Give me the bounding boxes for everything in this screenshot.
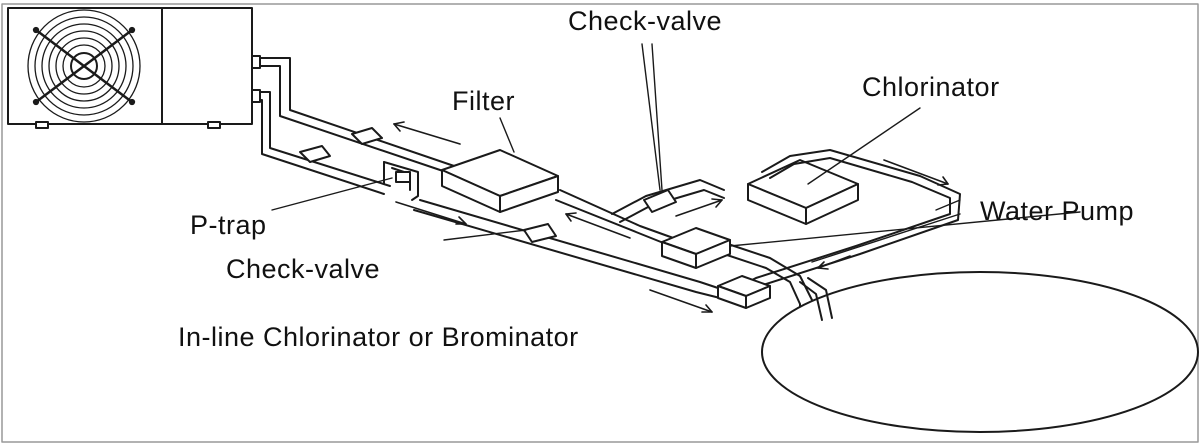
chlorinator-loop-pipe	[735, 149, 961, 297]
label-check-valve-bottom: Check-valve	[226, 254, 381, 284]
label-filter: Filter	[452, 86, 515, 116]
water-pump	[661, 227, 731, 269]
label-p-trap: P-trap	[190, 210, 267, 240]
heat-pump-unit	[7, 7, 261, 129]
p-trap	[383, 161, 419, 201]
outer-frame	[1, 3, 1199, 443]
label-chlorinator: Chlorinator	[862, 72, 1000, 102]
leader-lines	[271, 43, 1081, 263]
fan-icon	[27, 9, 141, 123]
check-valve-upper	[611, 179, 725, 223]
pipe-lower	[259, 91, 725, 299]
inline-chlorinator	[717, 275, 771, 309]
filter	[441, 149, 559, 213]
pool	[761, 271, 1199, 433]
pipe-couplings	[299, 127, 557, 243]
flow-arrows	[393, 121, 949, 313]
label-check-valve-top: Check-valve	[568, 6, 723, 36]
pool-return-pipes	[799, 277, 833, 321]
label-inline-chlorinator: In-line Chlorinator or Brominator	[178, 322, 579, 352]
chlorinator	[747, 159, 859, 225]
label-water-pump: Water Pump	[980, 196, 1135, 226]
